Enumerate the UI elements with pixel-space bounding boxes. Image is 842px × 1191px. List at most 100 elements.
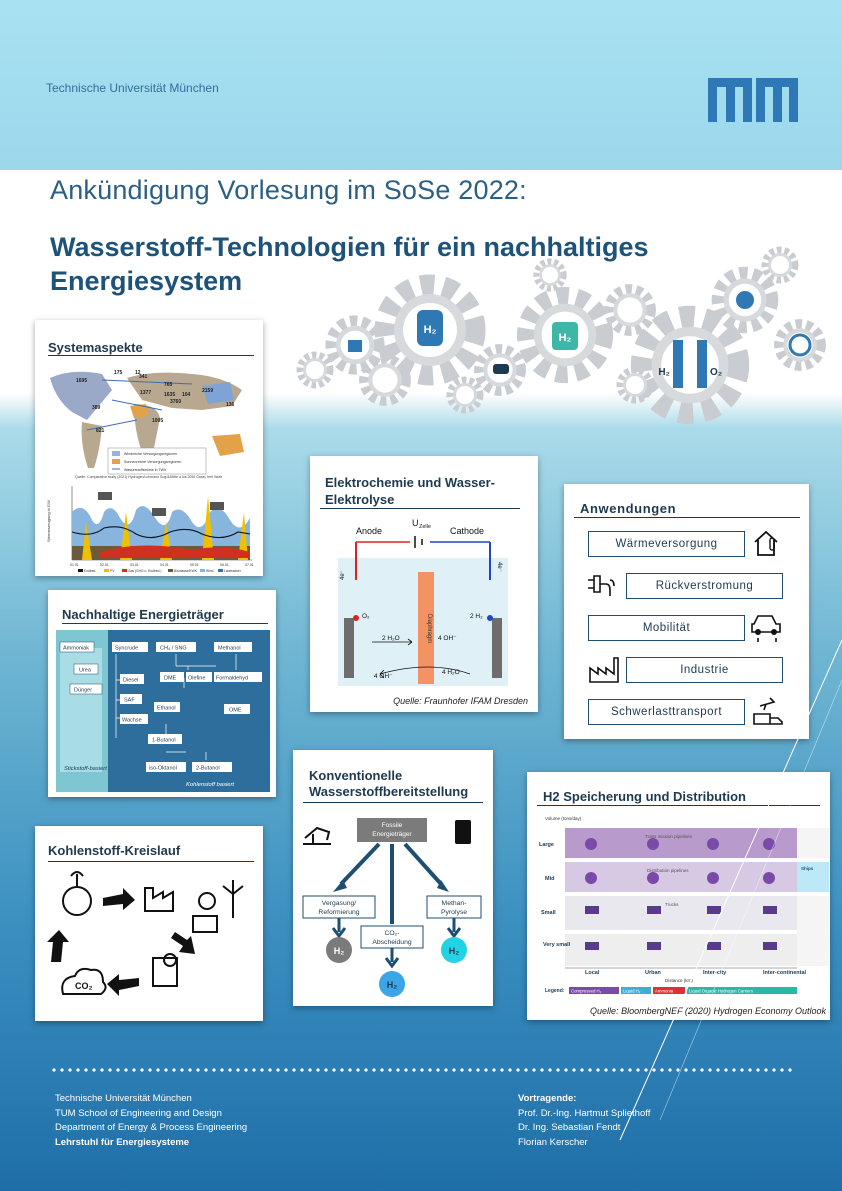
- energy-item: OME: [229, 708, 242, 714]
- electrolysis-cell-diagram: Diaphragm Anode Cathode U Zelle O₂ 2 H₂ …: [338, 518, 508, 686]
- energy-item: Methanol: [218, 646, 241, 652]
- elektrochemie-title: Elektrochemie und Wasser- Elektrolyse: [325, 475, 496, 507]
- map-value: 175: [114, 370, 123, 376]
- application-rueckverstromung: Rückverstromung: [626, 573, 783, 599]
- svg-text:4e⁻: 4e⁻: [496, 562, 502, 572]
- svg-text:O₂: O₂: [710, 367, 722, 378]
- konventionell-title: Konventionelle Wasserstoffbereitstellung: [309, 768, 469, 799]
- map-value: 2159: [202, 388, 213, 394]
- factory-icon: [589, 657, 619, 683]
- map-value: 765: [164, 382, 173, 388]
- house-thermometer-icon: [754, 530, 778, 556]
- right-label: Kohlenstoff basiert: [186, 782, 234, 788]
- svg-text:H₂: H₂: [424, 324, 437, 336]
- legend-ammonia: Ammonia: [655, 989, 674, 994]
- svg-text:H₂: H₂: [387, 980, 398, 990]
- map-value: 104: [182, 392, 191, 398]
- systemaspekte-title: Systemaspekte: [48, 340, 143, 355]
- energietraeger-title: Nachhaltige Energieträger: [62, 607, 224, 622]
- svg-text:07.01: 07.01: [245, 563, 254, 567]
- announcement: Ankündigung Vorlesung im SoSe 2022:: [50, 175, 527, 205]
- map-value: 1635: [164, 392, 175, 398]
- energy-carrier-diagram: Ammoniak Urea Dünger Stickstoff-basiert …: [56, 630, 270, 792]
- title-rule: [48, 355, 254, 356]
- row-label: Large: [539, 842, 554, 848]
- svg-text:Distance (km): Distance (km): [665, 978, 693, 983]
- svg-text:Wind: Wind: [206, 569, 214, 573]
- kreislauf-title: Kohlenstoff-Kreislauf: [48, 843, 181, 858]
- map-value: 1695: [76, 378, 87, 384]
- svg-text:O₂: O₂: [362, 613, 370, 620]
- svg-text:H₂: H₂: [559, 332, 572, 344]
- band-label: Trucks: [665, 902, 679, 907]
- svg-text:Methan-: Methan-: [442, 900, 467, 907]
- svg-text:03.01: 03.01: [130, 563, 139, 567]
- tum-logo: [708, 78, 798, 122]
- map-value: 136: [226, 402, 235, 408]
- svg-text:Energieträger: Energieträger: [372, 831, 412, 838]
- speicherung-card: H2 Speicherung und Distribution Volume (…: [527, 772, 830, 1020]
- energy-timeseries-chart: Stromerzeugung in GW 01.01 02.01 03.01 0…: [46, 486, 254, 573]
- kreislauf-card: Kohlenstoff-Kreislauf CO₂: [35, 826, 263, 1021]
- map-value: 341: [139, 374, 148, 380]
- map-legend-2: Sonnenreiche Versorgungsregionen: [124, 460, 181, 464]
- svg-text:H₂: H₂: [334, 946, 345, 956]
- energy-item: Formaldehyd: [216, 676, 248, 682]
- map-legend-1: Windreiche Versorgungsregionen: [124, 452, 177, 456]
- energy-item: 2-Butanol: [196, 766, 220, 772]
- svg-text:Legend:: Legend:: [545, 988, 565, 994]
- title-rule: [537, 805, 820, 806]
- svg-text:Fossile: Fossile: [382, 822, 403, 829]
- map-value: 1377: [140, 390, 151, 396]
- voltage-label: U: [412, 518, 419, 528]
- application-schwerlasttransport: Schwerlasttransport: [588, 699, 745, 725]
- svg-text:06.01: 06.01: [220, 563, 229, 567]
- x-tick: Inter-continental: [763, 970, 807, 976]
- svg-text:Ships: Ships: [801, 866, 814, 871]
- band-label: Trans mission pipelines: [645, 834, 693, 839]
- map-value: 12: [135, 370, 141, 376]
- svg-text:H₂: H₂: [449, 946, 460, 956]
- svg-text:Zelle: Zelle: [419, 524, 431, 530]
- svg-text:Abscheidung: Abscheidung: [372, 939, 412, 946]
- storage-distribution-chart: Volume (tons/day) Trans mission pipeline…: [539, 816, 829, 994]
- energy-item: iso-Oktanol: [149, 766, 177, 772]
- map-value: 3760: [170, 399, 181, 405]
- energy-item: SAF: [124, 698, 135, 704]
- svg-text:2 H₂O: 2 H₂O: [382, 635, 400, 642]
- svg-text:02.01: 02.01: [100, 563, 109, 567]
- truck-plane-icon: [753, 697, 783, 725]
- map-value: 821: [96, 428, 105, 434]
- cathode-label: Cathode: [450, 526, 484, 536]
- application-industrie: Industrie: [626, 657, 783, 683]
- title-rule: [320, 508, 520, 509]
- svg-text:01.01: 01.01: [70, 563, 79, 567]
- svg-text:Stromerzeugung in GW: Stromerzeugung in GW: [46, 500, 51, 542]
- world-map: Windreiche Versorgungsregionen Sonnenrei…: [42, 360, 256, 475]
- svg-text:4 H₂O: 4 H₂O: [442, 669, 460, 676]
- footer-divider: [50, 1068, 795, 1072]
- band-label: Distribution pipelines: [647, 868, 689, 873]
- row-label: Mid: [545, 876, 554, 882]
- x-tick: Inter-city: [703, 970, 727, 976]
- speicherung-source: Quelle: BloombergNEF (2020) Hydrogen Eco…: [590, 1006, 826, 1016]
- konventionell-card: Konventionelle Wasserstoffbereitstellung…: [293, 750, 493, 1006]
- co2-label: CO₂: [75, 981, 93, 991]
- legend-lohc: Liquid Organic Hydrogen Carriers: [689, 989, 753, 994]
- power-plug-icon: [588, 575, 615, 596]
- energietraeger-card: Nachhaltige Energieträger Ammoniak Urea …: [48, 590, 276, 797]
- footer-lecturers: Vortragende: Prof. Dr.-Ing. Hartmut Spli…: [518, 1093, 651, 1148]
- title-rule: [62, 623, 268, 624]
- energy-item: CH₄ / SNG: [160, 646, 187, 652]
- x-tick: Urban: [645, 970, 662, 976]
- x-tick: Local: [585, 970, 600, 976]
- legend-liquid: Liquid H₂: [623, 989, 641, 994]
- header-band: [0, 0, 842, 170]
- svg-text:Gas (GHG u. Endbed.): Gas (GHG u. Endbed.): [128, 569, 162, 573]
- map-value: 1005: [152, 418, 163, 424]
- svg-text:Endbed.: Endbed.: [84, 569, 96, 573]
- application-waermeversorgung: Wärmeversorgung: [588, 531, 745, 557]
- row-label: Small: [541, 910, 556, 916]
- svg-text:H₂: H₂: [658, 367, 670, 378]
- hydrogen-gears-illustration: H₂ H₂ H₂ O₂: [290, 240, 842, 430]
